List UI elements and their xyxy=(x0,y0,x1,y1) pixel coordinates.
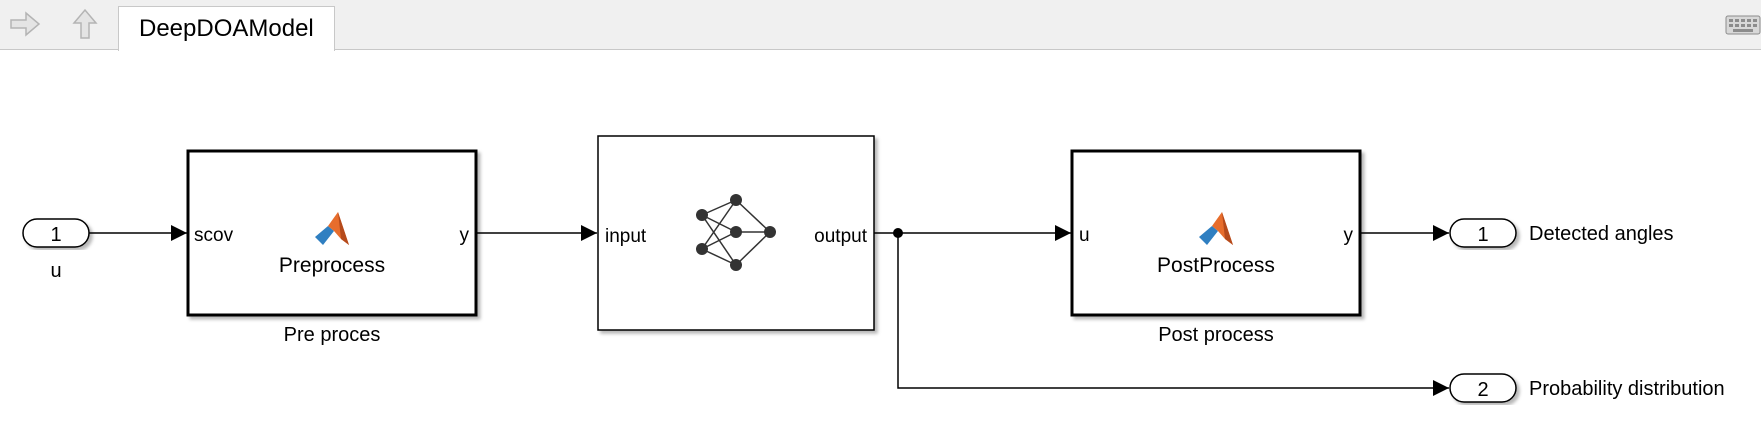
tab-label: DeepDOAModel xyxy=(139,15,314,42)
inport-u[interactable]: 1 u xyxy=(22,218,90,282)
pre-label: Pre proces xyxy=(284,324,381,346)
up-button[interactable] xyxy=(68,8,102,40)
arrow-up-icon xyxy=(72,8,98,39)
post-title: PostProcess xyxy=(1157,254,1275,277)
post-label: Post process xyxy=(1158,324,1274,346)
keyboard-button[interactable] xyxy=(1725,14,1761,36)
block-postprocess[interactable]: u y PostProcess Post process xyxy=(1070,149,1362,346)
pre-in-port: scov xyxy=(194,225,234,246)
signal-net-to-out2[interactable] xyxy=(897,233,1449,396)
inport-number: 1 xyxy=(50,224,61,246)
matlab-logo-icon xyxy=(315,212,349,245)
block-deep-network[interactable]: input output xyxy=(597,135,875,331)
outport-detected-angles[interactable]: 1 Detected angles xyxy=(1449,218,1674,248)
net-in-port: input xyxy=(605,226,647,247)
pre-out-port: y xyxy=(460,225,470,246)
outport-number: 2 xyxy=(1477,379,1488,401)
signal-lines xyxy=(89,225,1449,396)
arrow-right-icon xyxy=(10,11,41,37)
keyboard-icon xyxy=(1725,15,1761,35)
outport-name: Probability distribution xyxy=(1529,378,1725,400)
inport-name: u xyxy=(50,260,61,282)
pre-title: Preprocess xyxy=(279,254,385,277)
block-preprocess[interactable]: scov y Preprocess Pre proces xyxy=(186,149,478,346)
neural-network-icon xyxy=(696,194,776,271)
post-out-port: y xyxy=(1344,225,1354,246)
model-canvas: 1 u scov y Preprocess Pre proces input o… xyxy=(22,135,1725,403)
branch-point xyxy=(893,228,903,238)
tab-model[interactable]: DeepDOAModel xyxy=(118,6,335,51)
net-out-port: output xyxy=(814,226,868,247)
outport-name: Detected angles xyxy=(1529,223,1674,245)
toolbar: DeepDOAModel xyxy=(0,0,1761,51)
post-in-port: u xyxy=(1079,225,1090,246)
matlab-logo-icon xyxy=(1199,212,1233,245)
outport-probability-distribution[interactable]: 2 Probability distribution xyxy=(1449,373,1725,403)
back-button[interactable] xyxy=(8,8,42,40)
outport-number: 1 xyxy=(1477,224,1488,246)
